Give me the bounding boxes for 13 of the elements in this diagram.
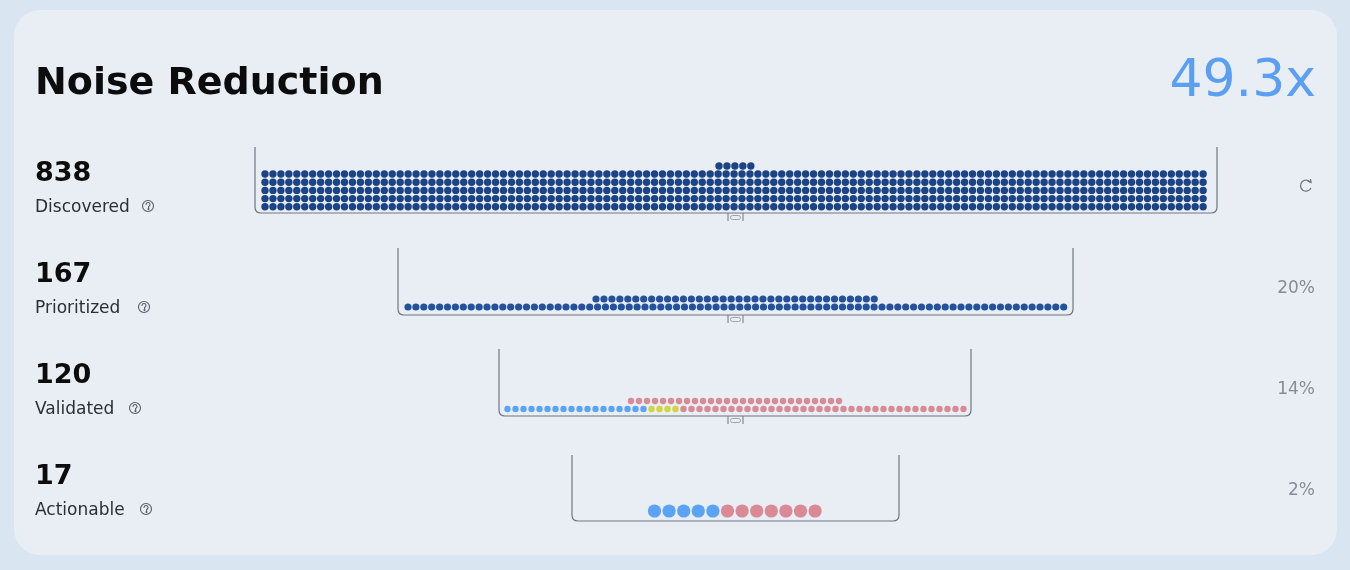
stage-name: Discovered: [35, 198, 130, 215]
conversion-percent: 20%: [1277, 279, 1315, 296]
stage-name: Prioritized: [35, 299, 121, 316]
conversion-percent: 14%: [1277, 380, 1315, 397]
reduction-factor: 49.3x: [1169, 52, 1316, 104]
card-title: Noise Reduction: [35, 62, 384, 100]
stage-name: Actionable: [35, 501, 125, 518]
stage-count: 17: [35, 461, 73, 488]
stage-count: 167: [35, 259, 92, 286]
conversion-percent: 2%: [1288, 481, 1315, 498]
stage-name: Validated: [35, 400, 115, 417]
stage-count: 838: [35, 158, 92, 185]
stage-count: 120: [35, 360, 92, 387]
